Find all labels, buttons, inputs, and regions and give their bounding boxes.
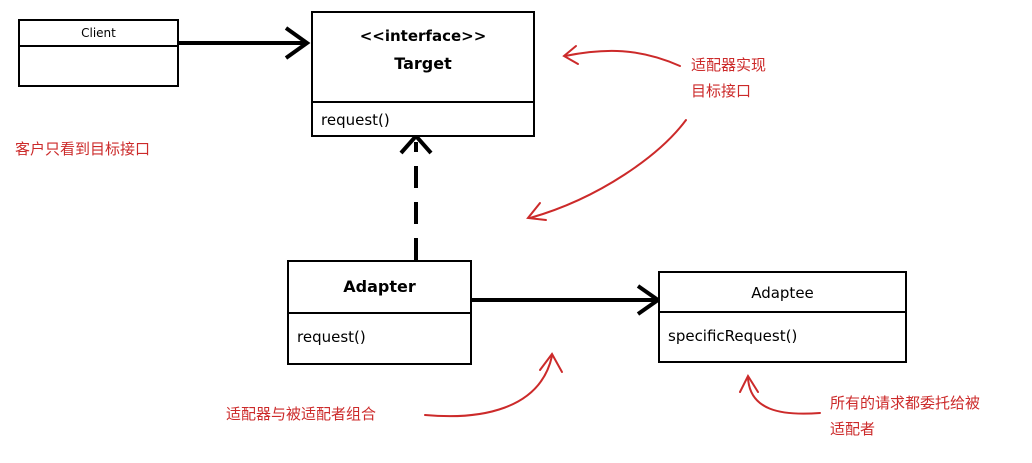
- adapter-method: request(): [297, 328, 366, 346]
- adapter-implements-note: 适配器实现 目标接口: [691, 52, 766, 104]
- annotation-arrows: [424, 45, 821, 418]
- composition-note: 适配器与被适配者组合: [226, 405, 377, 423]
- target-class-name: Target: [394, 54, 452, 73]
- delegate-note: 所有的请求都委托给被 适配者: [830, 390, 980, 442]
- client-class-name: Client: [81, 26, 116, 40]
- adaptee-class-name: Adaptee: [751, 284, 814, 302]
- implements-pointer-arrow: [564, 49, 681, 67]
- client-name-row: Client: [20, 21, 177, 47]
- delegate-line1: 所有的请求都委托给被: [830, 394, 981, 412]
- adapter-class-box: Adapter request(): [287, 260, 472, 365]
- target-interface-box: <<interface>> Target request(): [311, 11, 535, 137]
- adaptee-name-row: Adaptee: [660, 273, 905, 313]
- delegate-arrow: [747, 377, 821, 415]
- client-target-arrowhead: [284, 26, 311, 60]
- implements-down-arrow: [529, 119, 687, 219]
- client-body-row: [20, 47, 177, 85]
- delegate-line2: 适配者: [830, 420, 876, 438]
- composition-arrow: [424, 355, 553, 418]
- adaptee-method: specificRequest(): [668, 327, 798, 345]
- adapter-implements-line1: 适配器实现: [691, 56, 767, 74]
- client-note: 客户只看到目标接口: [15, 140, 151, 158]
- adapter-implements-line2: 目标接口: [691, 82, 752, 100]
- adapter-class-name: Adapter: [289, 262, 470, 314]
- adaptee-class-box: Adaptee specificRequest(): [658, 271, 907, 363]
- target-header-row: <<interface>> Target: [313, 25, 533, 103]
- target-stereotype: <<interface>>: [359, 27, 487, 45]
- target-method: request(): [321, 111, 390, 129]
- client-class-box: Client: [18, 19, 179, 87]
